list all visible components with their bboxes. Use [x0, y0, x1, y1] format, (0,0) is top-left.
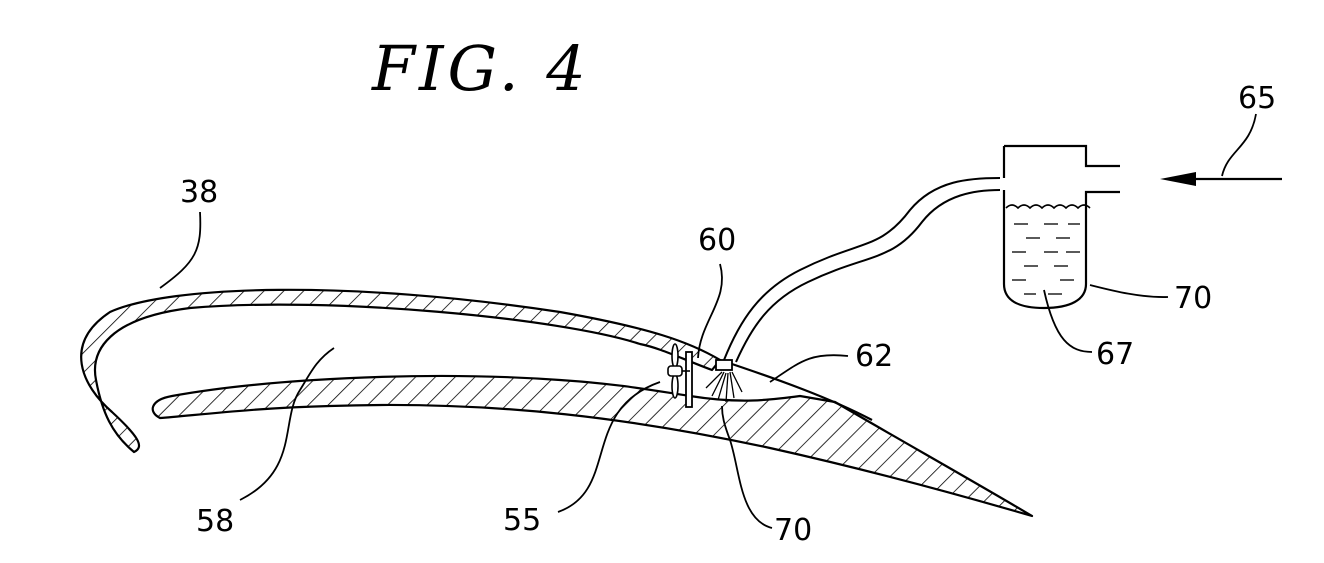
leader-62: [769, 354, 849, 383]
leader-70-reservoir: [1089, 284, 1169, 298]
turbine: [667, 343, 690, 399]
leader-58: [239, 347, 335, 501]
label-nozzle-mount: 60: [698, 223, 737, 258]
leader-60: [697, 263, 723, 359]
label-airfoil: 38: [180, 175, 219, 210]
supply-hose-inner: [735, 189, 1001, 363]
reservoir: [1002, 144, 1120, 310]
label-turbine: 55: [503, 503, 542, 538]
leader-38: [159, 211, 202, 289]
label-fluid-spray: 70: [774, 513, 813, 548]
label-cavity: 58: [196, 504, 235, 539]
airfoil-outer-skin: [719, 358, 873, 421]
air-inlet-arrow: [1160, 172, 1282, 186]
figure-title: FIG. 4: [372, 32, 590, 105]
label-air-inlet: 65: [1238, 81, 1277, 116]
label-spray-nozzle: 62: [855, 339, 894, 374]
leader-55: [557, 381, 661, 513]
airfoil-upper-wall: [80, 288, 722, 454]
airfoil-lower-wall: [151, 374, 1034, 518]
leader-70-spray: [721, 405, 773, 529]
supply-hose: [723, 177, 1001, 361]
leader-65: [1221, 113, 1257, 177]
spray-nozzle: [715, 359, 733, 371]
fluid-spray: [705, 371, 743, 403]
nozzle-mount-plate: [685, 351, 693, 408]
label-fluid-reservoir: 70: [1174, 281, 1213, 316]
label-reservoir: 67: [1096, 337, 1135, 372]
leader-67: [1043, 289, 1093, 353]
